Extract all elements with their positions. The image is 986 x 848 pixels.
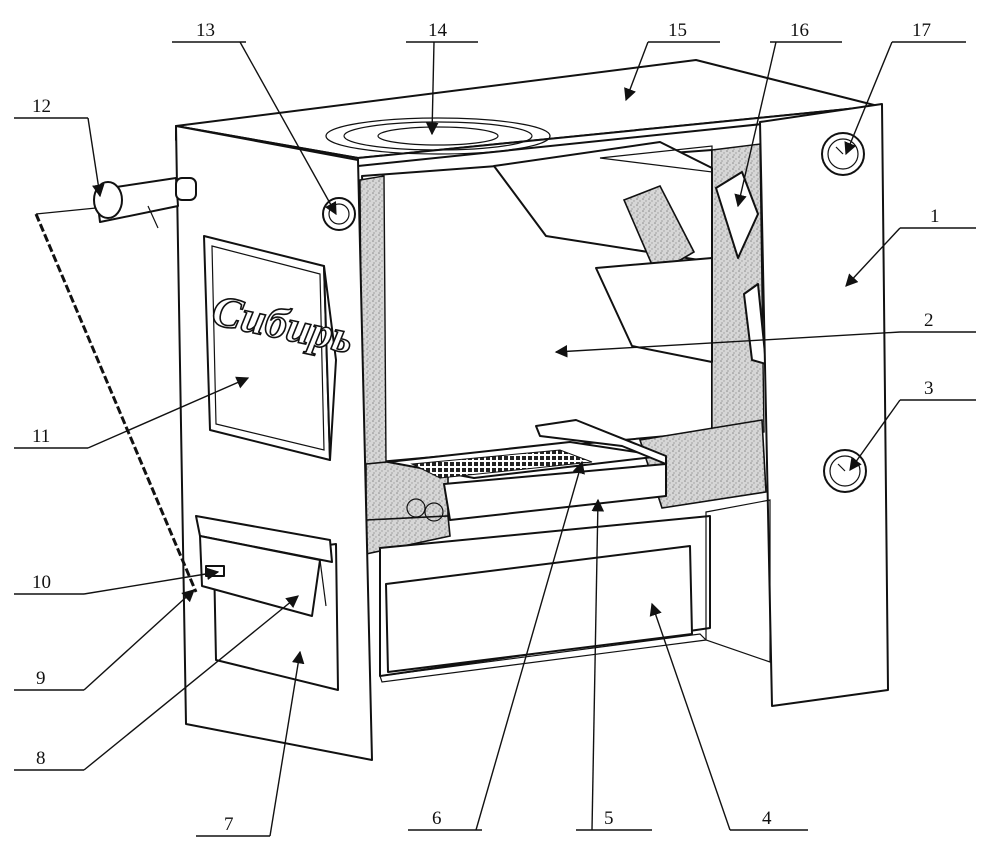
callout-1: 1 [845, 206, 976, 287]
svg-text:4: 4 [762, 808, 772, 829]
callout-12: 12 [14, 96, 105, 198]
svg-text:13: 13 [196, 20, 215, 41]
callout-16: 16 [734, 20, 842, 208]
grate-bar-front [406, 463, 667, 522]
callout-6: 6 [408, 460, 585, 831]
callout-13: 13 [172, 20, 337, 216]
svg-text:8: 8 [36, 748, 46, 769]
callout-3: 3 [849, 378, 976, 472]
callout-2: 2 [554, 310, 976, 358]
svg-text:6: 6 [432, 808, 442, 829]
callout-14: 14 [406, 20, 478, 136]
firebox-interior [359, 141, 767, 471]
svg-text:10: 10 [32, 572, 51, 593]
callout-7: 7 [196, 650, 305, 837]
callout-10: 10 [14, 567, 220, 595]
callout-17: 17 [844, 20, 966, 156]
svg-text:16: 16 [790, 20, 809, 41]
callout-9: 9 [14, 589, 195, 691]
front-thermometer [322, 197, 356, 231]
svg-text:12: 12 [32, 96, 51, 117]
upper-thermometer [821, 132, 865, 176]
right-side-panel [705, 103, 889, 707]
callout-8: 8 [14, 595, 299, 771]
svg-text:15: 15 [668, 20, 687, 41]
draft-regulator [93, 177, 197, 229]
svg-text:1: 1 [930, 206, 940, 227]
svg-text:14: 14 [428, 20, 448, 41]
callout-5: 5 [576, 498, 652, 831]
grate [387, 419, 667, 479]
callout-4: 4 [649, 602, 808, 831]
svg-text:9: 9 [36, 668, 46, 689]
callout-11: 11 [14, 376, 250, 449]
svg-text:11: 11 [32, 426, 50, 447]
callout-15: 15 [624, 20, 720, 102]
regulator-chain [34, 207, 198, 593]
svg-text:17: 17 [912, 20, 931, 41]
svg-text:2: 2 [924, 310, 934, 331]
svg-text:3: 3 [924, 378, 934, 399]
svg-text:7: 7 [224, 814, 234, 835]
hob-rings [325, 117, 551, 155]
svg-text:5: 5 [604, 808, 614, 829]
